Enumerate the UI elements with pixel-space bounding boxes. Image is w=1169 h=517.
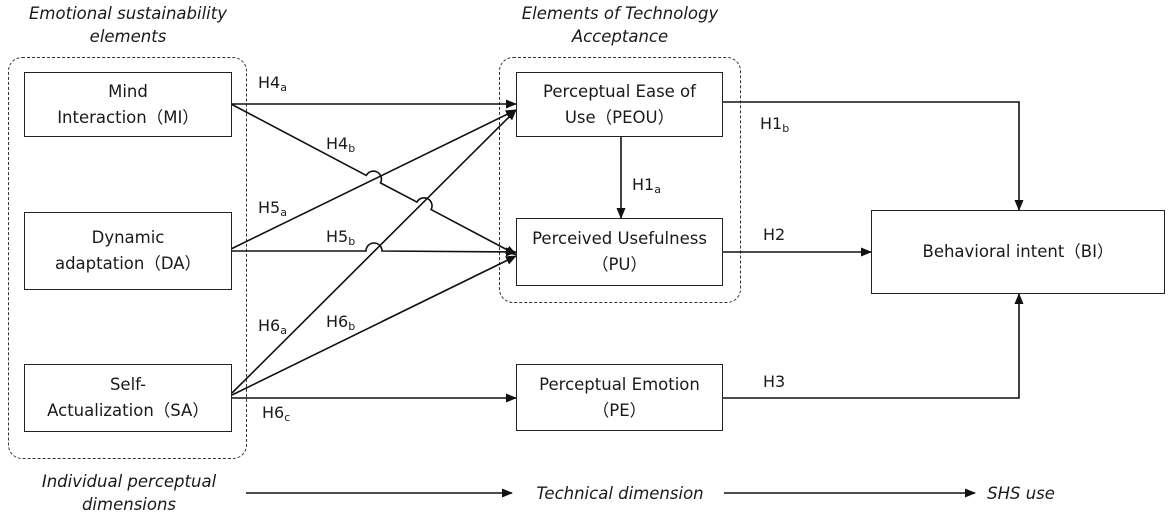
hypothesis-label-h6b: H6b [326,312,356,334]
node-perceived-usefulness: Perceived Usefulness （PU） [516,218,723,286]
arrow-sa-peou [231,109,517,394]
arrow-pe-bi [723,293,1024,399]
node-self-actualization: Self- Actualization（SA） [24,364,232,432]
node-dynamic-adaptation-label: Dynamic adaptation（DA） [54,228,202,273]
hypothesis-label-h5b: H5b [326,227,356,249]
emotional-elements-title: Emotional sustainability elements [29,4,227,46]
hypothesis-label-h1b: H1b [760,114,790,136]
node-dynamic-adaptation: Dynamic adaptation（DA） [24,212,232,290]
node-self-actualization-label: Self- Actualization（SA） [47,375,209,420]
technology-acceptance-group [499,57,741,303]
hypothesis-label-h4b: H4b [326,134,356,156]
arrow-peou-bi [723,101,1024,211]
node-mind-interaction: Mind Interaction（MI） [24,72,232,137]
node-behavioral-intent: Behavioral intent（BI） [871,210,1165,294]
dimension-technical: Technical dimension [536,484,704,503]
node-mind-interaction-label: Mind Interaction（MI） [57,81,199,127]
hypothesis-label-h1a: H1a [632,175,661,197]
arrow-da-peou [230,109,517,250]
node-perceived-usefulness-label: Perceived Usefulness （PU） [532,229,707,274]
node-perceptual-emotion-label: Perceptual Emotion （PE） [539,374,700,420]
dimension-individual-perceptual: Individual perceptual dimensions [41,472,217,514]
arrow-sa-pu [231,255,517,396]
hypothesis-label-h4a: H4a [258,73,287,95]
technology-acceptance-title: Elements of Technology Acceptance [521,4,719,46]
node-perceptual-ease-of-use: Perceptual Ease of Use（PEOU） [516,72,723,137]
hypothesis-label-h6a: H6a [258,316,287,338]
hypothesis-label-h5a: H5a [258,198,287,220]
emotional-elements-group [8,57,247,459]
hypothesis-label-h3: H3 [763,372,786,391]
hypothesis-label-h2: H2 [763,225,786,244]
arrow-mi-pu [230,103,517,256]
dimension-shs-use: SHS use [987,484,1055,503]
node-perceptual-emotion: Perceptual Emotion （PE） [516,364,723,431]
node-behavioral-intent-label: Behavioral intent（BI） [922,242,1114,261]
arrow-da-pu [231,242,517,257]
hypothesis-label-h6c: H6c [262,403,291,425]
node-perceptual-ease-of-use-label: Perceptual Ease of Use（PEOU） [543,81,696,127]
